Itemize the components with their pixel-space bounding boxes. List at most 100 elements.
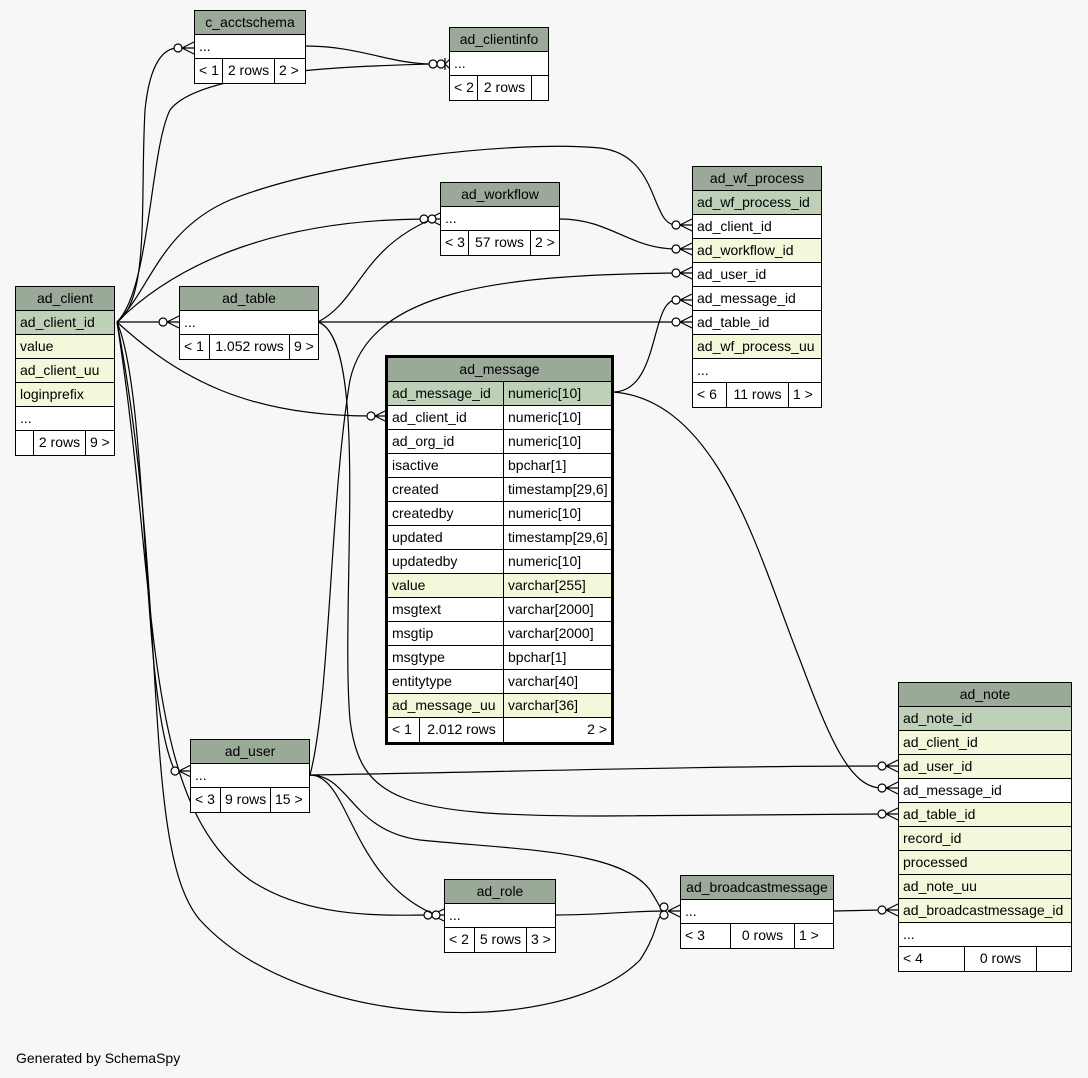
parents-count[interactable]: < 3 xyxy=(681,924,731,948)
table-title[interactable]: ad_client xyxy=(16,287,114,311)
column-name: value xyxy=(388,574,504,597)
column-name: value xyxy=(20,338,54,354)
edge-user-note xyxy=(309,765,883,776)
table-column-row: ad_client_id xyxy=(693,215,821,239)
table-column-row: record_id xyxy=(899,827,1071,851)
table-title[interactable]: ad_role xyxy=(445,880,555,904)
table-title[interactable]: ad_note xyxy=(899,683,1071,707)
parents-count[interactable] xyxy=(16,431,34,455)
column-type: varchar[255] xyxy=(508,577,586,593)
column-name: ad_broadcastmessage_id xyxy=(903,902,1064,918)
table-column-row: ad_message_id xyxy=(899,779,1071,803)
children-count[interactable]: 9 > xyxy=(90,434,110,450)
parents-count[interactable]: < 6 xyxy=(693,383,727,407)
table-title[interactable]: ad_wf_process xyxy=(693,167,821,191)
column-name: ad_user_id xyxy=(903,758,973,774)
edge-client-clientinfo xyxy=(116,63,433,323)
column-type: varchar[36] xyxy=(508,697,579,713)
column-name: ad_wf_process_id xyxy=(697,194,810,210)
edge-client-message xyxy=(116,321,371,417)
children-count[interactable] xyxy=(1037,947,1071,971)
column-name: updatedby xyxy=(388,550,504,573)
table-title[interactable]: ad_clientinfo xyxy=(450,28,548,52)
column-name: ad_user_id xyxy=(697,266,767,282)
children-count[interactable] xyxy=(532,76,548,100)
column-name: ... xyxy=(903,926,915,942)
parents-count[interactable]: < 2 xyxy=(450,76,478,100)
column-name: ... xyxy=(697,362,709,378)
table-title[interactable]: ad_workflow xyxy=(441,183,559,207)
table-title[interactable]: ad_broadcastmessage xyxy=(681,876,833,900)
column-name: ad_wf_process_uu xyxy=(697,338,815,354)
column-name: ad_table_id xyxy=(903,806,976,822)
edge-user-wfprocess xyxy=(309,272,677,776)
table-title[interactable]: ad_user xyxy=(191,740,309,764)
column-name: created xyxy=(388,478,504,501)
table-title[interactable]: ad_table xyxy=(180,287,318,311)
parents-count[interactable]: < 1 xyxy=(388,718,420,742)
children-count[interactable]: 1 > xyxy=(793,386,813,402)
column-name: msgtype xyxy=(388,646,504,669)
row-count: 9 rows xyxy=(221,788,271,812)
column-type: numeric[10] xyxy=(508,409,582,425)
edge-acctschema-clientinfo xyxy=(304,45,433,65)
row-count: 2.012 rows xyxy=(420,718,504,742)
column-type: varchar[2000] xyxy=(508,601,594,617)
column-name: ... xyxy=(20,410,32,426)
edge-client-broadcast xyxy=(116,321,665,1014)
children-count[interactable]: 1 > xyxy=(799,927,819,943)
table-ad-wf-process[interactable]: ad_wf_process ad_wf_process_id ad_client_i… xyxy=(692,166,822,408)
table-title[interactable]: c_acctschema xyxy=(195,11,305,35)
column-name: ... xyxy=(685,903,697,919)
table-column-row: ... xyxy=(899,923,1071,947)
parents-count[interactable]: < 3 xyxy=(441,231,469,255)
parents-count[interactable]: < 4 xyxy=(899,947,965,971)
table-column-row: ad_broadcastmessage_id xyxy=(899,899,1071,923)
children-count[interactable]: 2 > xyxy=(279,62,299,78)
table-title[interactable]: ad_message xyxy=(388,358,611,382)
column-type: bpchar[1] xyxy=(508,457,567,473)
table-column-row: ad_wf_process_id xyxy=(693,191,821,215)
children-count[interactable]: 2 > xyxy=(587,721,607,737)
parents-count[interactable]: < 3 xyxy=(191,788,221,812)
table-column-row: ad_note_uu xyxy=(899,875,1071,899)
column-type: numeric[10] xyxy=(508,385,582,401)
parents-count[interactable]: < 1 xyxy=(180,335,210,359)
children-count[interactable]: 15 > xyxy=(275,791,303,807)
generated-by-text: Generated by SchemaSpy xyxy=(16,1050,181,1066)
parents-count[interactable]: < 2 xyxy=(445,928,475,952)
column-name: ad_message_id xyxy=(903,782,1002,798)
table-column-row: ... xyxy=(681,900,833,924)
edge-user-broadcast xyxy=(309,774,665,911)
table-column-row: ... xyxy=(180,311,318,335)
column-name: updated xyxy=(388,526,504,549)
edge-table-note xyxy=(317,321,883,817)
table-column-row: ... xyxy=(445,904,555,928)
table-column-row: ad_client_uu xyxy=(16,359,114,383)
children-count[interactable]: 9 > xyxy=(294,338,314,354)
children-count[interactable]: 3 > xyxy=(531,931,551,947)
table-column-row: ad_user_id xyxy=(693,263,821,287)
children-count[interactable]: 2 > xyxy=(535,234,555,250)
column-name: ad_client_id xyxy=(388,406,504,429)
parents-count[interactable]: < 1 xyxy=(195,59,223,83)
